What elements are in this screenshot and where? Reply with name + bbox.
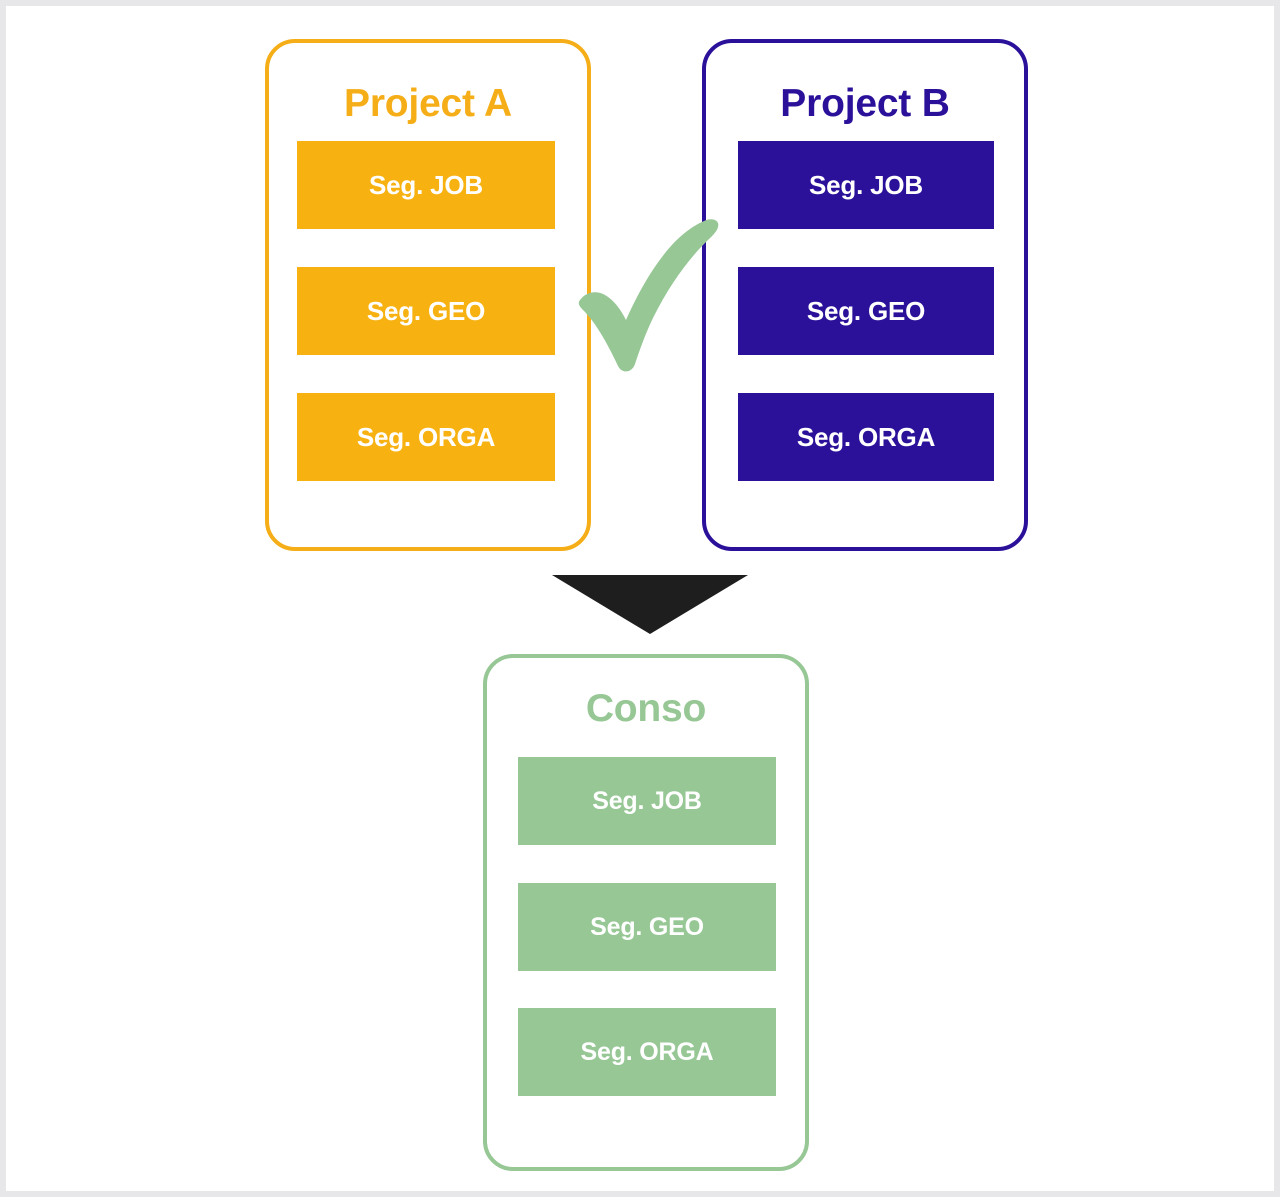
segment-bar: Seg. GEO xyxy=(518,883,776,971)
arrow-down-icon xyxy=(552,575,748,634)
panel-project-a-title: Project A xyxy=(344,82,512,125)
segment-bar: Seg. ORGA xyxy=(738,393,994,481)
panel-project-b: Project B Seg. JOB Seg. GEO Seg. ORGA xyxy=(702,39,1028,551)
panel-project-a: Project A Seg. JOB Seg. GEO Seg. ORGA xyxy=(265,39,591,551)
segment-bar: Seg. GEO xyxy=(738,267,994,355)
segment-bar: Seg. GEO xyxy=(297,267,555,355)
segment-bar: Seg. JOB xyxy=(738,141,994,229)
panel-project-b-title: Project B xyxy=(780,82,950,125)
segment-bar: Seg. JOB xyxy=(518,757,776,845)
panel-conso-title: Conso xyxy=(585,687,707,730)
segment-bar: Seg. ORGA xyxy=(297,393,555,481)
panel-conso: Conso Seg. JOB Seg. GEO Seg. ORGA xyxy=(483,654,809,1171)
segment-bar: Seg. ORGA xyxy=(518,1008,776,1096)
segment-bar: Seg. JOB xyxy=(297,141,555,229)
